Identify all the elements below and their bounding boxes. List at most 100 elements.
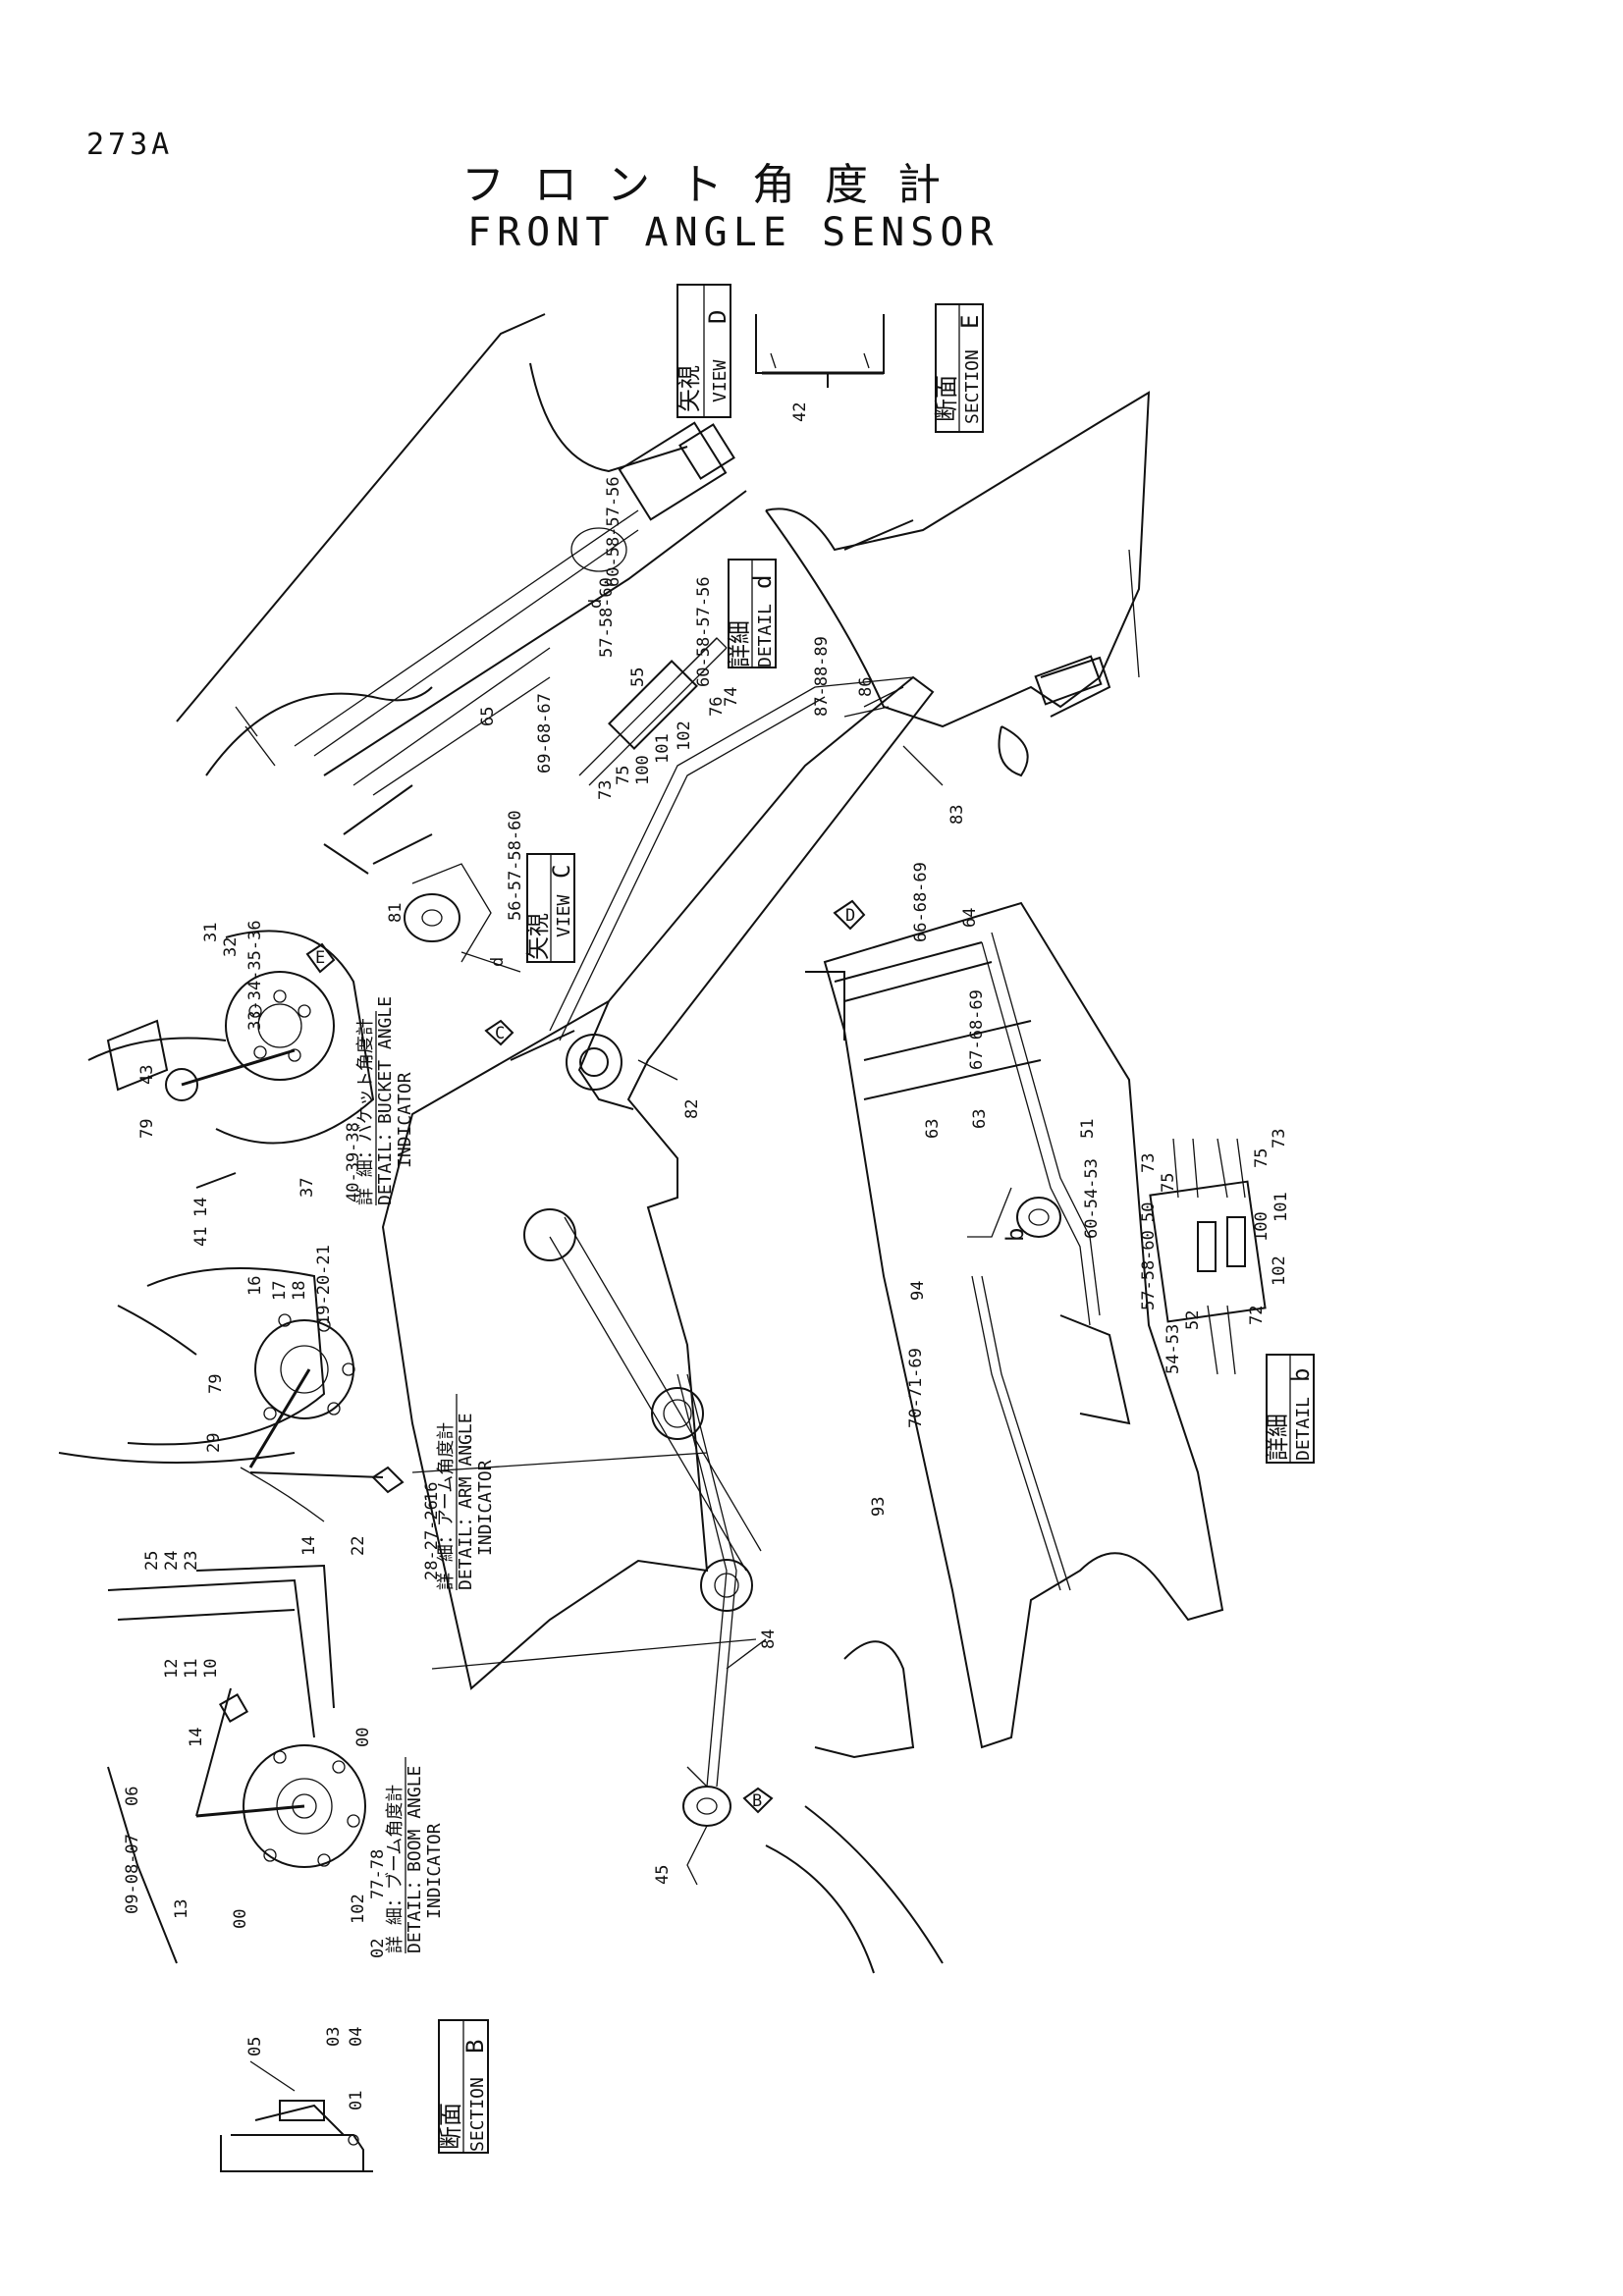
callout-31: 31 <box>201 923 221 942</box>
callout-01: 01 <box>347 2091 366 2110</box>
detail-b-72: 72 <box>1247 1306 1267 1325</box>
bucket-indicator-en2: INDICATOR <box>395 1072 415 1168</box>
marker-b: B <box>752 1791 762 1811</box>
detail-b-57-58-60: 57-58-60 <box>1139 1230 1159 1310</box>
view-c-jp: 矢視 <box>524 913 552 960</box>
detail-d-en: DETAIL <box>755 604 776 667</box>
section-b-detail: 05 03 04 01 断面 SECTION B <box>220 2019 489 2172</box>
callout-16: 16 <box>245 1276 265 1296</box>
ref-d-lower: d <box>488 957 508 967</box>
boom-indicator-detail: 12 11 10 14 06 09-08-07 00 13 00 102 77-… <box>107 1578 445 1964</box>
view-d-en: VIEW <box>710 359 730 402</box>
view-d-letter: D <box>704 310 731 324</box>
callout-67-68-69: 67-68-69 <box>967 989 987 1070</box>
callout-60-58-57-56-upper: 60-58-57-56 <box>604 476 623 587</box>
boom-indicator-en2: INDICATOR <box>424 1823 445 1919</box>
bucket-indicator-en1: DETAIL：BUCKET ANGLE <box>375 996 396 1205</box>
callout-29: 29 <box>204 1433 224 1453</box>
page-number: 273A <box>86 128 174 162</box>
callout-40-39-38: 40-39-38 <box>344 1122 363 1202</box>
callout-32: 32 <box>221 937 241 957</box>
callout-56-57-58-60: 56-57-58-60 <box>506 810 525 921</box>
callout-10: 10 <box>201 1659 221 1679</box>
callout-02: 02 <box>368 1939 388 1958</box>
callout-75: 75 <box>614 766 633 785</box>
detail-b-jp: 詳細 <box>1264 1414 1291 1461</box>
callout-06: 06 <box>123 1787 142 1806</box>
callout-69-68-67: 69-68-67 <box>535 693 555 774</box>
callout-60-58-57-56: 60-58-57-56 <box>694 576 714 687</box>
callout-84: 84 <box>759 1629 779 1649</box>
bucket-linkage-outline <box>765 391 1151 777</box>
callout-42: 42 <box>790 402 810 422</box>
detail-d-jp: 詳細 <box>726 620 753 667</box>
marker-d: D <box>845 906 855 926</box>
callout-63: 63 <box>970 1109 990 1129</box>
callout-14-arm: 14 <box>299 1536 319 1556</box>
callout-22: 22 <box>349 1536 368 1556</box>
callout-00-top: 00 <box>353 1728 373 1747</box>
callout-04: 04 <box>347 2027 366 2047</box>
callout-33-34-35-36: 33-34-35-36 <box>245 920 265 1031</box>
section-b-letter: B <box>461 2040 489 2054</box>
detail-b-letter: b <box>1287 1368 1315 1382</box>
callout-83: 83 <box>947 805 967 825</box>
callout-12: 12 <box>162 1659 182 1679</box>
detail-b-75: 75 <box>1159 1173 1178 1193</box>
callout-51: 51 <box>1078 1119 1098 1139</box>
callout-00-bottom: 00 <box>231 1909 250 1929</box>
arm-indicator-en2: INDICATOR <box>475 1460 496 1556</box>
callout-81: 81 <box>386 903 406 923</box>
callout-100: 100 <box>633 755 653 785</box>
callout-05: 05 <box>245 2037 265 2056</box>
callout-60-54-53: 60-54-53 <box>1082 1158 1102 1239</box>
callout-43: 43 <box>137 1065 157 1085</box>
view-c-area: 65 69-68-67 d 60-58-57-56 56-57-58-60 81… <box>386 476 623 973</box>
boom-indicator-jp: 詳 細：ブーム角度計 <box>384 1785 406 1953</box>
marker-c: C <box>495 1024 505 1043</box>
callout-64: 64 <box>960 908 980 928</box>
callout-102-boom: 102 <box>349 1894 368 1924</box>
bucket-indicator-jp: 詳 細：バケット角度計 <box>355 1018 376 1205</box>
detail-b-en: DETAIL <box>1293 1397 1314 1461</box>
view-c-en: VIEW <box>554 894 574 937</box>
callout-82: 82 <box>682 1099 702 1119</box>
callout-87-88-89: 87-88-89 <box>812 636 832 717</box>
section-e-letter: E <box>956 315 984 329</box>
callout-94: 94 <box>908 1281 928 1301</box>
callout-09-08-07: 09-08-07 <box>123 1834 142 1914</box>
detail-b-54-53: 54-53 <box>1163 1324 1183 1374</box>
callout-18: 18 <box>290 1281 309 1301</box>
callout-14-boom: 14 <box>187 1728 206 1747</box>
boom-arm-body <box>58 675 944 1974</box>
view-markers: C D B E <box>305 899 866 1814</box>
callout-79-arm: 79 <box>206 1374 226 1394</box>
callout-17: 17 <box>270 1281 290 1301</box>
lower-arm-outline <box>805 901 1224 1749</box>
arm-indicator-jp: 詳 細：アーム角度計 <box>436 1422 457 1590</box>
section-b-jp: 断面 <box>437 2103 464 2150</box>
callout-41: 41 <box>191 1227 211 1247</box>
detail-b-73: 73 <box>1139 1153 1159 1173</box>
title-english: FRONT ANGLE SENSOR <box>467 210 1000 255</box>
callout-13: 13 <box>172 1899 191 1919</box>
callout-23: 23 <box>182 1551 201 1571</box>
marker-e: E <box>315 948 325 968</box>
ref-b: b <box>1001 1228 1029 1242</box>
upper-arm-outline <box>176 313 747 875</box>
callout-102: 102 <box>675 721 694 751</box>
section-b-en: SECTION <box>467 2077 488 2152</box>
boom-indicator-en1: DETAIL：BOOM ANGLE <box>405 1766 425 1953</box>
callout-74: 74 <box>722 687 741 707</box>
callout-16-arm: 16 <box>422 1482 442 1502</box>
title-japanese: フロント角度計 <box>461 160 970 210</box>
detail-b-101: 101 <box>1271 1192 1291 1222</box>
callout-14: 14 <box>191 1198 211 1217</box>
detail-b-102: 102 <box>1270 1255 1289 1286</box>
linkage-callouts: 87-88-89 86 83 82 84 45 <box>637 636 967 1885</box>
callout-11: 11 <box>182 1659 201 1679</box>
callout-65: 65 <box>478 707 498 726</box>
callout-77-78: 77-78 <box>368 1849 388 1899</box>
detail-b-73-b: 73 <box>1270 1129 1289 1148</box>
